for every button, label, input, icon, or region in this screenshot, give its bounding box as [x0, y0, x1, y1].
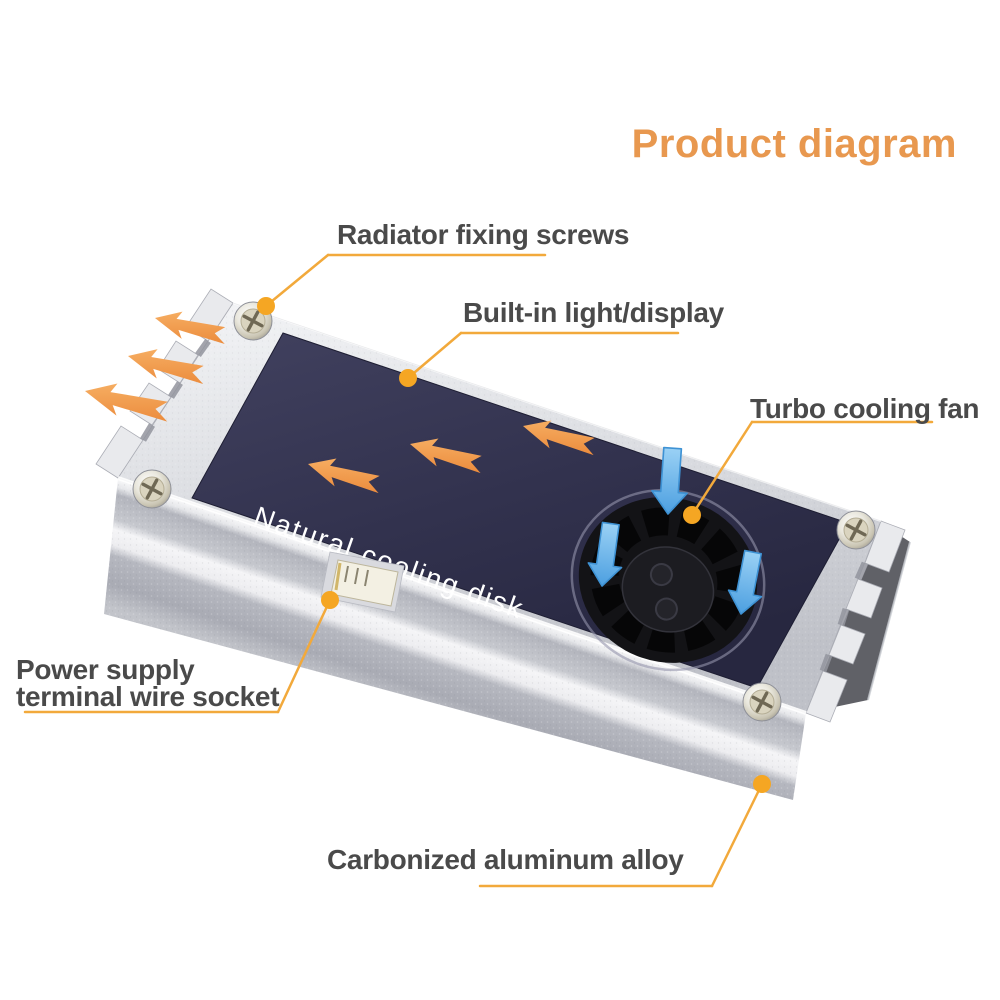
fixing-screw: [741, 681, 783, 723]
label-power-supply-socket: Power supply terminal wire socket: [16, 654, 280, 712]
label-built-in-light-display: Built-in light/display: [463, 297, 724, 328]
page-title: Product diagram: [631, 122, 957, 166]
leader-display: [399, 331, 680, 387]
cooling-fan: [570, 488, 766, 672]
label-radiator-fixing-screws: Radiator fixing screws: [337, 219, 630, 250]
fan-hub: [621, 546, 715, 633]
label-power-line1: Power supply: [16, 654, 195, 685]
power-socket: [320, 551, 405, 613]
leader-dot: [399, 369, 417, 387]
leader-dot: [753, 775, 771, 793]
label-turbo-cooling-fan: Turbo cooling fan: [750, 393, 980, 424]
leader-fan: [683, 420, 934, 524]
fixing-screw: [835, 509, 877, 551]
leader-dot: [321, 591, 339, 609]
leader-dot: [683, 506, 701, 524]
label-carbonized-aluminum-alloy: Carbonized aluminum alloy: [327, 844, 684, 875]
fixing-screw: [131, 468, 173, 510]
heatsink-right-fins: [805, 520, 906, 723]
side-glass-edge: [806, 525, 910, 713]
leader-radiator: [257, 253, 547, 315]
label-power-line2: terminal wire socket: [16, 681, 280, 712]
leader-alloy: [478, 775, 771, 888]
leader-power: [23, 591, 339, 714]
leader-dot: [257, 297, 275, 315]
